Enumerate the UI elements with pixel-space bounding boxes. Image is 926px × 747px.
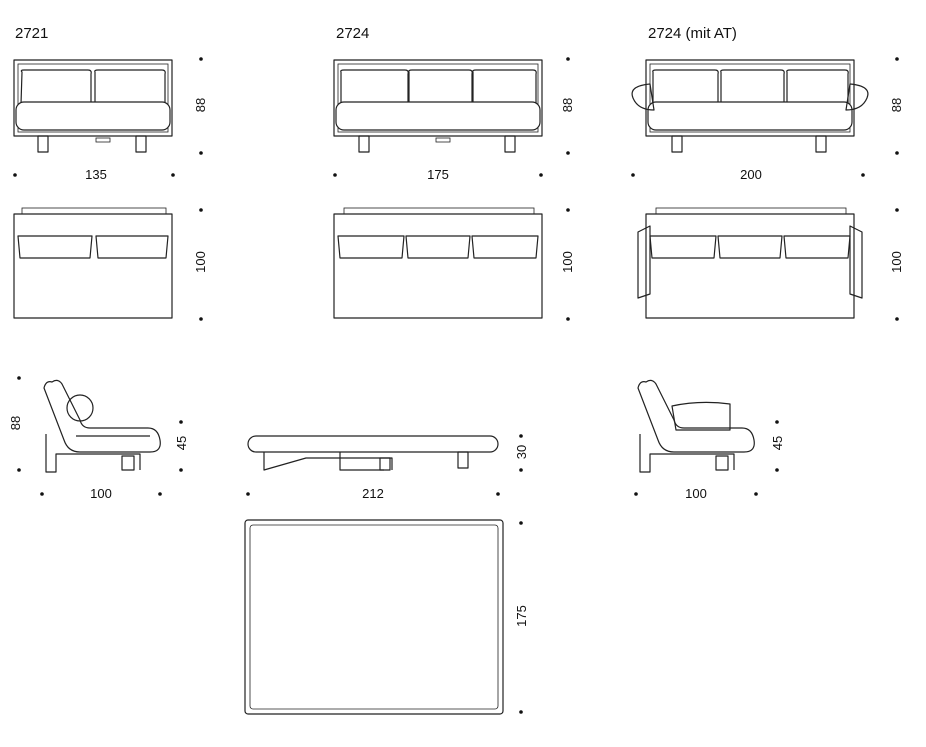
width-label-2721: 135 [85, 167, 107, 182]
bed-length-label: 212 [362, 486, 384, 501]
height-label-2724-at: 88 [889, 98, 904, 112]
seat-height-label-left: 45 [174, 436, 189, 450]
seat-height-label-right: 45 [770, 436, 785, 450]
model-title-2724-at: 2724 (mit AT) [648, 25, 737, 42]
top-view-2721 [13, 207, 173, 319]
height-label-2721: 88 [193, 98, 208, 112]
front-view-2724-at [631, 59, 869, 153]
bed-top-view [244, 519, 504, 715]
side-view-left [43, 379, 161, 473]
front-view-2721 [13, 59, 173, 153]
width-label-2724-at: 200 [740, 167, 762, 182]
height-label-2724: 88 [560, 98, 575, 112]
bed-side-view [247, 435, 499, 471]
side-depth-label-left: 100 [90, 486, 112, 501]
side-view-right [637, 379, 755, 473]
model-title-2721: 2721 [15, 25, 48, 42]
bed-width-label: 175 [514, 605, 529, 627]
width-label-2724: 175 [427, 167, 449, 182]
dimension-dots [13, 57, 899, 714]
bed-thickness-label: 30 [514, 445, 529, 459]
side-depth-label-right: 100 [685, 486, 707, 501]
top-view-2724-at [637, 207, 863, 319]
side-height-label-left: 88 [8, 416, 23, 430]
top-view-2724 [333, 207, 543, 319]
front-view-2724 [333, 59, 543, 153]
model-title-2724: 2724 [336, 25, 369, 42]
depth-label-2724-at: 100 [889, 251, 904, 273]
depth-label-2724: 100 [560, 251, 575, 273]
depth-label-2721: 100 [193, 251, 208, 273]
